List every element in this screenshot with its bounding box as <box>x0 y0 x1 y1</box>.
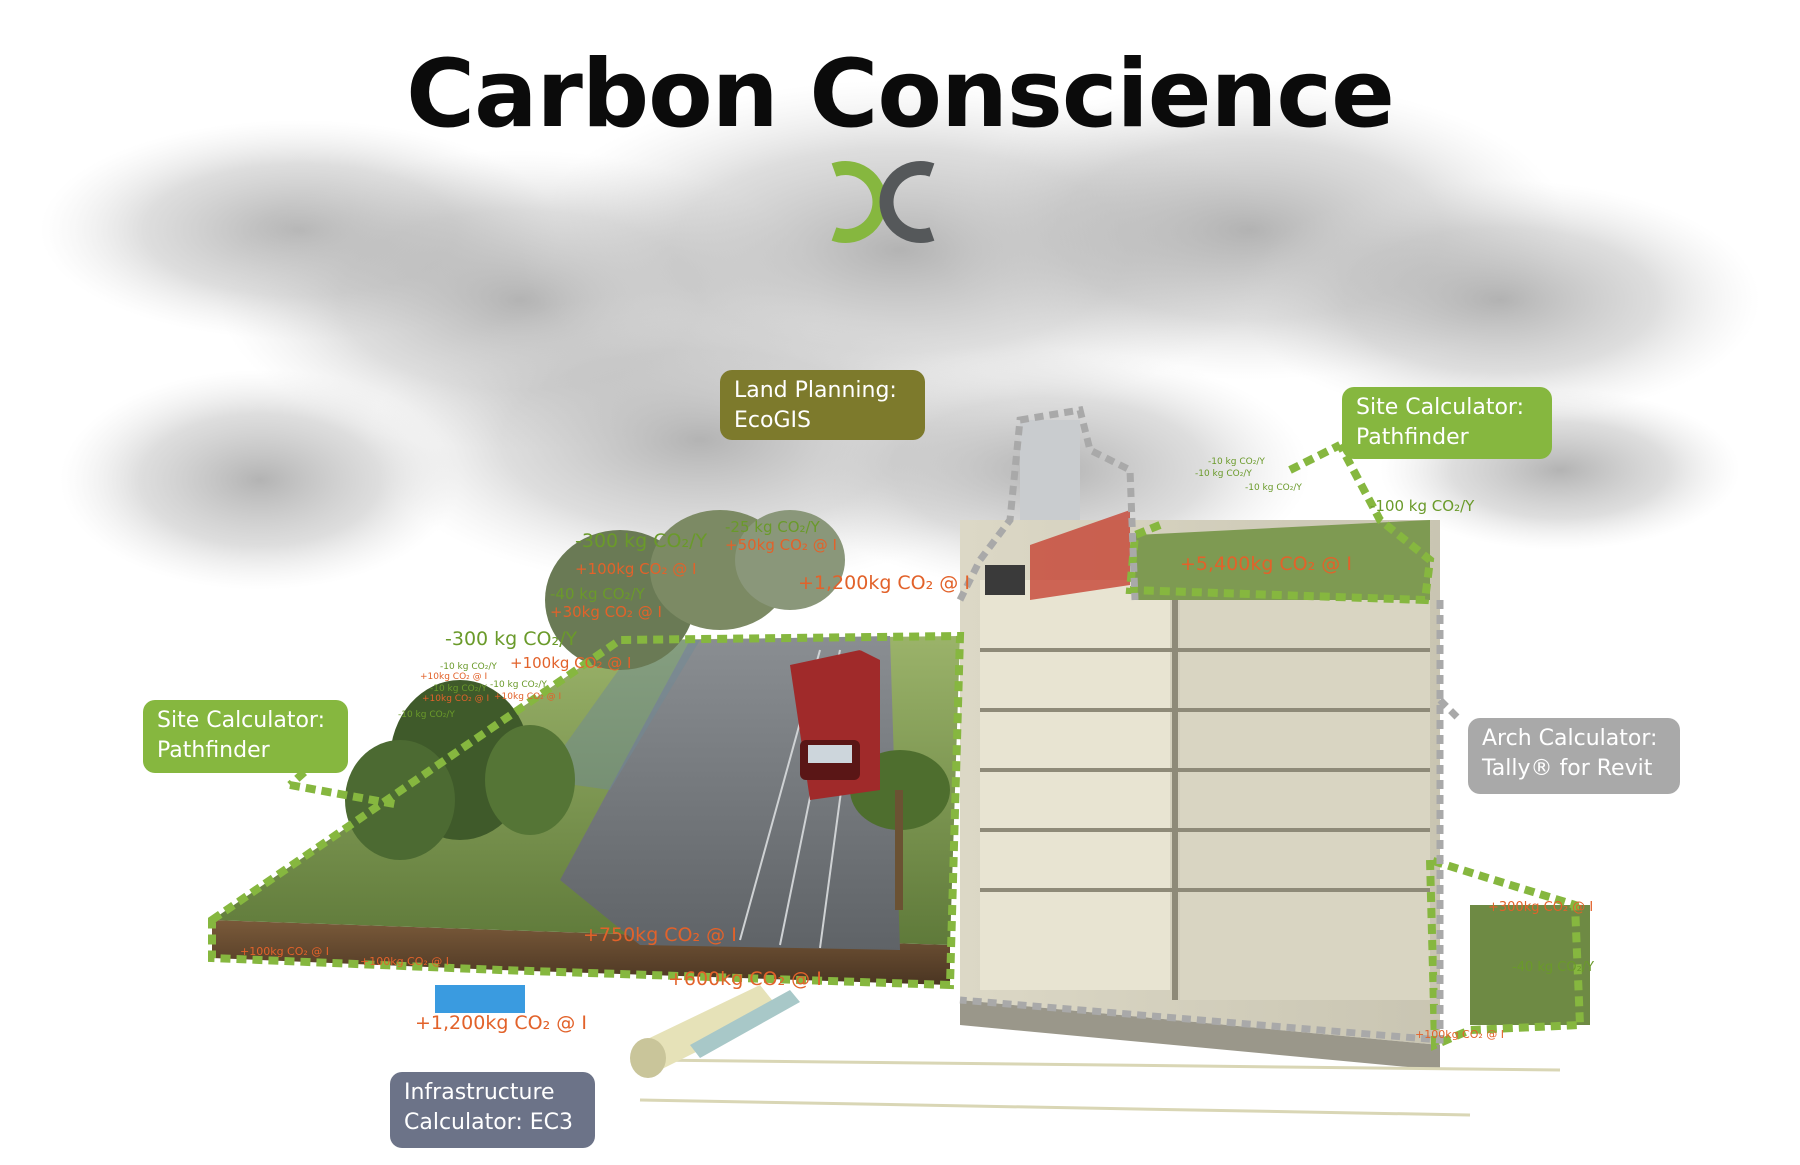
callout-line: Arch Calculator: <box>1482 726 1658 751</box>
carbon-annotation: +100kg CO₂ @ I <box>575 560 697 578</box>
carbon-annotation: +30kg CO₂ @ I <box>550 603 662 621</box>
callout-line: Site Calculator: <box>1356 395 1524 420</box>
carbon-annotation: +10kg CO₂ @ I <box>422 694 490 704</box>
carbon-annotation: +750kg CO₂ @ I <box>583 924 737 946</box>
carbon-annotation: +100kg CO₂ @ I <box>510 654 632 672</box>
callout-line: Land Planning: <box>734 378 897 403</box>
carbon-annotation: +300kg CO₂ @ I <box>1488 900 1594 915</box>
building-section <box>960 420 1590 1070</box>
carbon-annotation: -10 kg CO₂/Y <box>1195 469 1252 479</box>
carbon-annotation: +100kg CO₂ @ I <box>360 955 450 968</box>
carbon-annotation: +10kg CO₂ @ I <box>494 692 562 702</box>
carbon-annotation: -10 kg CO₂/Y <box>398 710 455 720</box>
callout-line: Infrastructure <box>404 1080 555 1105</box>
carbon-annotation: +10kg CO₂ @ I <box>420 672 488 682</box>
carbon-annotation: +1,200kg CO₂ @ I <box>415 1012 587 1034</box>
callout-line: Site Calculator: <box>157 708 325 733</box>
callout-line: Pathfinder <box>1356 425 1469 450</box>
site-calculator-top-callout: Site Calculator: Pathfinder <box>1342 387 1552 459</box>
page-title: Carbon Conscience <box>406 40 1395 149</box>
carbon-annotation: -10 kg CO₂/Y <box>440 662 497 672</box>
callout-line: Calculator: EC3 <box>404 1110 573 1135</box>
callout-line: EcoGIS <box>734 408 811 433</box>
cloud-layer <box>40 80 1760 590</box>
underground-pipes <box>435 985 1561 1117</box>
carbon-annotation: -10 kg CO₂/Y <box>1208 457 1265 467</box>
carbon-annotation: +100kg CO₂ @ I <box>240 945 330 958</box>
carbon-annotation: -300 kg CO₂/Y <box>575 530 708 552</box>
callout-line: Pathfinder <box>157 738 270 763</box>
carbon-annotation: -10 kg CO₂/Y <box>430 684 487 694</box>
carbon-annotation: +1,200kg CO₂ @ I <box>798 572 970 594</box>
carbon-annotation: -10 kg CO₂/Y <box>1245 483 1302 493</box>
carbon-annotation: -40 kg CO₂/Y <box>1512 960 1595 975</box>
carbon-annotation: +50kg CO₂ @ I <box>725 536 837 554</box>
site-calculator-left-callout: Site Calculator: Pathfinder <box>143 700 348 773</box>
arch-calculator-callout: Arch Calculator: Tally® for Revit <box>1468 718 1680 794</box>
land-planning-callout: Land Planning: EcoGIS <box>720 370 925 440</box>
carbon-annotation: -10 kg CO₂/Y <box>490 680 547 690</box>
carbon-annotation: -25 kg CO₂/Y <box>725 518 820 536</box>
carbon-annotation: +100kg CO₂ @ I <box>1415 1028 1505 1041</box>
callout-line: Tally® for Revit <box>1482 756 1653 781</box>
carbon-annotation: -100 kg CO₂/Y <box>1370 497 1475 515</box>
carbon-annotation: -40 kg CO₂/Y <box>550 585 645 603</box>
infrastructure-calculator-callout: Infrastructure Calculator: EC3 <box>390 1072 595 1148</box>
carbon-annotation: +600kg CO₂ @ I <box>668 968 822 990</box>
carbon-annotation: -300 kg CO₂/Y <box>445 628 578 650</box>
train <box>790 650 880 800</box>
carbon-annotation: +5,400kg CO₂ @ I <box>1180 553 1352 575</box>
cc-logo-icon <box>831 161 935 243</box>
building-outline <box>956 406 1463 1044</box>
